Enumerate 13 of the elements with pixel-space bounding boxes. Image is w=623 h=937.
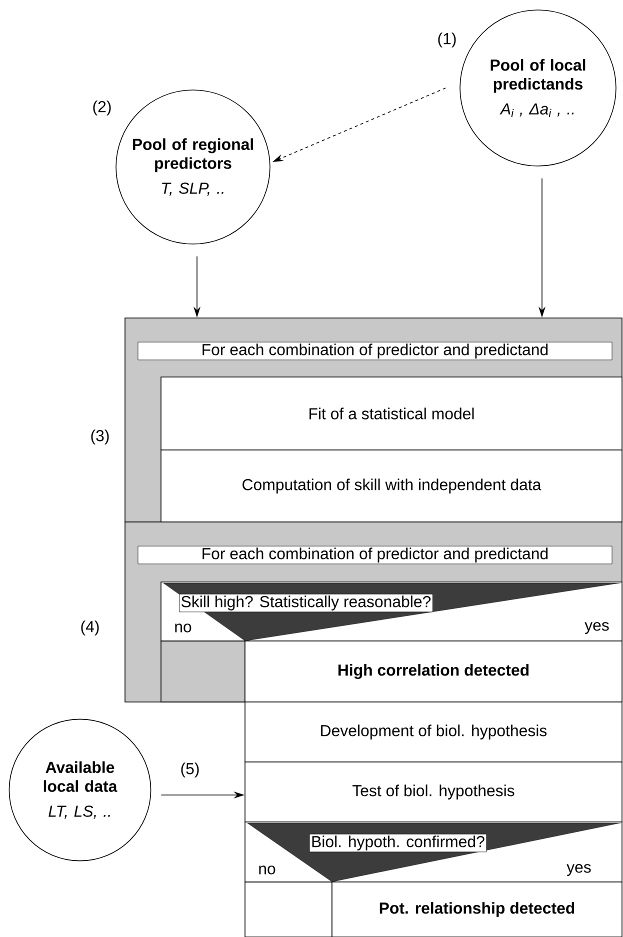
decision-box: Skill high? Statistically reasonable? no yes [160,582,622,642]
decision-box: Biol. hypoth. confirmed? no yes [244,822,622,882]
step-number: (4) [81,620,99,636]
step-number: (1) [438,32,456,48]
step-number: (3) [91,430,109,444]
process-box: Fit of a statistical model [160,376,622,450]
edge-label: (5) [179,762,201,778]
process-box: Computation of skill with independent data [160,450,622,522]
process-box: High correlation detected [244,640,622,702]
step-number: (2) [93,100,111,116]
process-box: Test of biol. hypothesis [244,762,622,822]
process-box: Development of biol. hypothesis [244,702,622,762]
process-box: Pot. relationship detected [332,882,622,937]
